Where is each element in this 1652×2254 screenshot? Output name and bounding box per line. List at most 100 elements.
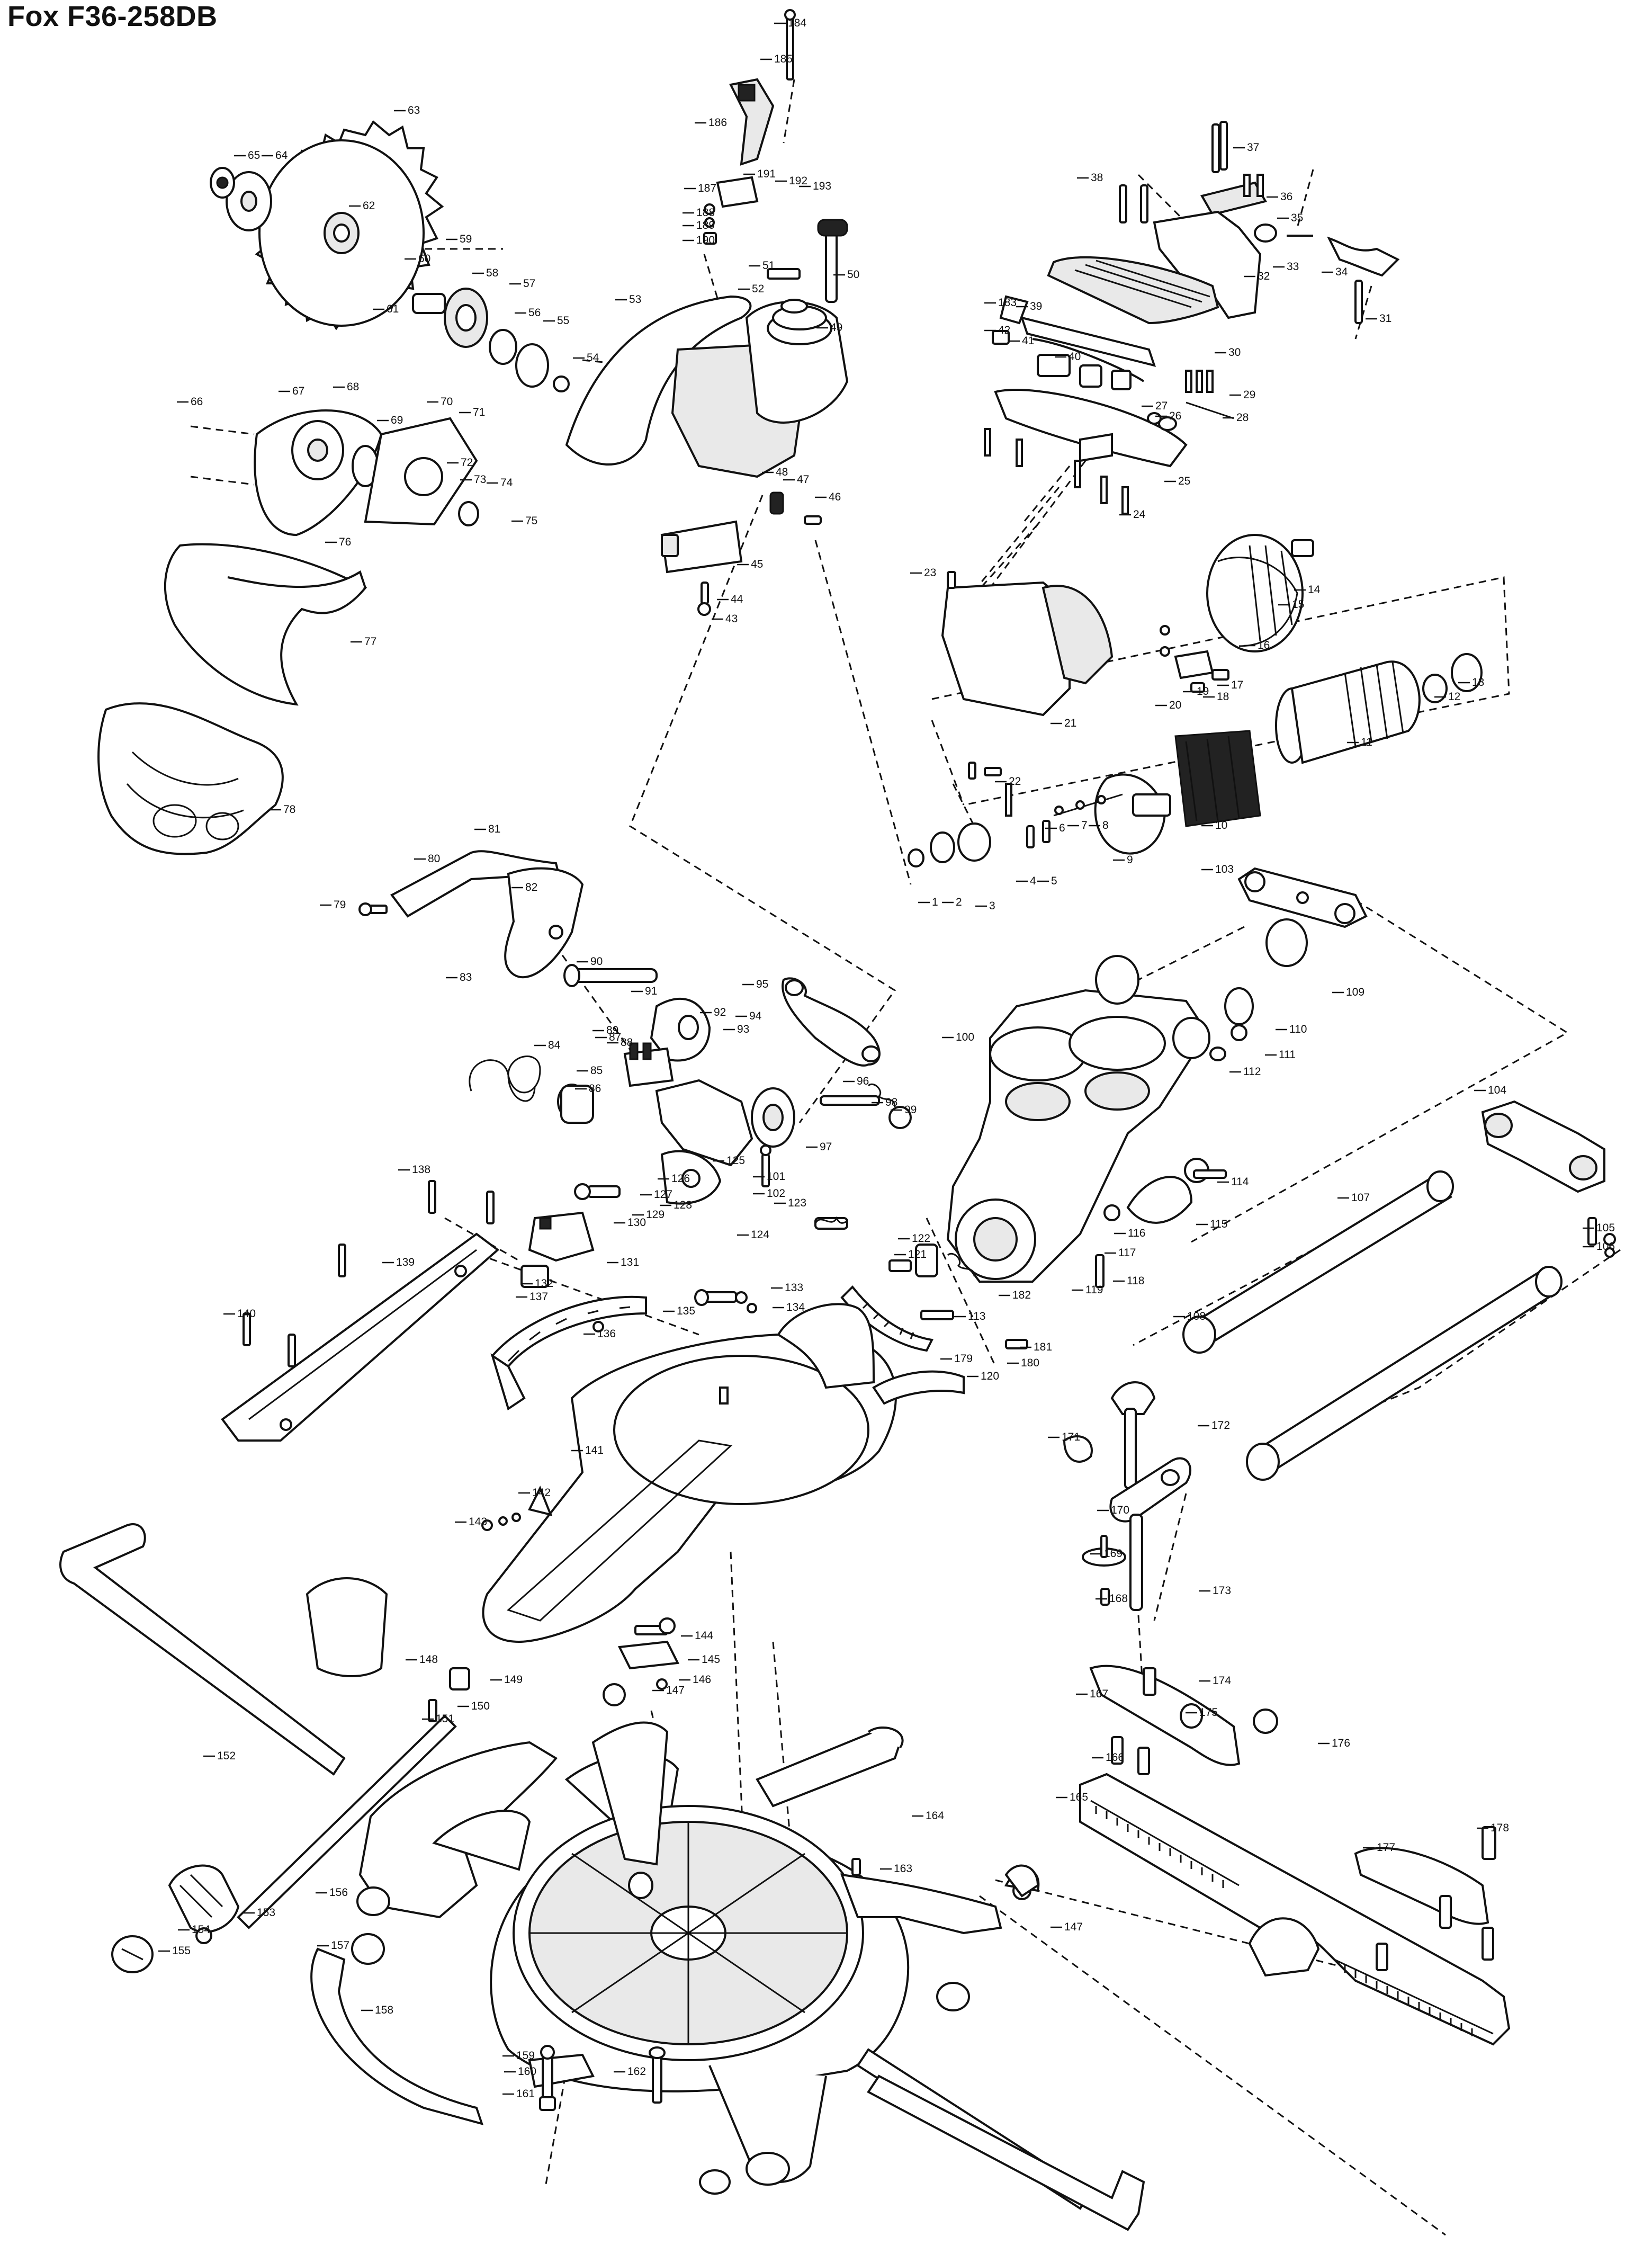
callout-15: 15 xyxy=(1278,598,1304,611)
callout-132: 132 xyxy=(521,1277,553,1290)
callout-number: 95 xyxy=(756,978,768,990)
callout-23: 23 xyxy=(910,567,936,579)
callout-number: 23 xyxy=(924,567,936,579)
callout-30: 30 xyxy=(1215,346,1241,359)
callout-number: 94 xyxy=(749,1010,762,1022)
saw-blade-group xyxy=(97,120,570,855)
callout-number: 101 xyxy=(767,1170,785,1183)
callout-192: 192 xyxy=(775,175,807,187)
callout-18: 18 xyxy=(1203,691,1229,703)
callout-number: 40 xyxy=(1069,351,1081,363)
callout-141: 141 xyxy=(571,1444,604,1456)
callout-27: 27 xyxy=(1142,400,1168,412)
callout-number: 102 xyxy=(767,1187,785,1200)
callout-number: 160 xyxy=(518,2065,536,2078)
callout-number: 77 xyxy=(364,636,376,648)
callout-185: 185 xyxy=(760,53,793,65)
callout-33: 33 xyxy=(1273,261,1299,273)
callout-number: 190 xyxy=(696,234,715,246)
callout-number: 152 xyxy=(217,1750,236,1762)
callout-148: 148 xyxy=(406,1653,438,1666)
callout-99: 99 xyxy=(891,1104,917,1116)
slide-housing-group xyxy=(814,867,1616,1481)
callout-number: 123 xyxy=(788,1197,806,1209)
callout-1: 1 xyxy=(918,896,938,908)
callout-number: 192 xyxy=(789,175,807,187)
callout-number: 33 xyxy=(1287,261,1299,273)
callout-58: 58 xyxy=(472,267,498,279)
callout-79: 79 xyxy=(320,899,346,911)
callout-64: 64 xyxy=(262,149,288,162)
callout-number: 30 xyxy=(1228,346,1241,359)
callout-105: 105 xyxy=(1583,1222,1615,1234)
callout-number: 28 xyxy=(1236,412,1249,424)
callout-123: 123 xyxy=(774,1197,806,1209)
callout-113: 113 xyxy=(954,1310,985,1322)
callout-number: 103 xyxy=(1215,863,1234,875)
callout-number: 92 xyxy=(714,1006,726,1018)
callout-number: 6 xyxy=(1059,822,1065,834)
callout-number: 122 xyxy=(912,1232,930,1245)
callout-172: 172 xyxy=(1198,1419,1230,1432)
callout-85: 85 xyxy=(577,1065,603,1077)
callout-32: 32 xyxy=(1244,270,1270,282)
callout-94: 94 xyxy=(735,1010,762,1022)
callout-number: 66 xyxy=(191,396,203,408)
callout-number: 112 xyxy=(1243,1066,1261,1078)
callout-number: 143 xyxy=(469,1516,487,1528)
callout-165: 165 xyxy=(1056,1791,1088,1803)
motor-group xyxy=(908,433,1483,867)
callout-number: 56 xyxy=(528,307,541,319)
callout-47: 47 xyxy=(783,473,809,486)
callout-number: 135 xyxy=(677,1305,695,1317)
callout-number: 175 xyxy=(1199,1706,1218,1719)
callout-number: 49 xyxy=(830,321,842,334)
callout-34: 34 xyxy=(1322,266,1348,278)
callout-128: 128 xyxy=(660,1199,692,1211)
callout-number: 147 xyxy=(666,1684,685,1696)
callout-118: 118 xyxy=(1113,1275,1144,1287)
callout-number: 133 xyxy=(785,1282,803,1294)
callout-37: 37 xyxy=(1233,141,1259,154)
callout-number: 174 xyxy=(1213,1675,1231,1687)
callout-number: 69 xyxy=(391,414,403,426)
callout-number: 18 xyxy=(1217,691,1229,703)
callout-146: 146 xyxy=(679,1674,711,1686)
callout-147: 147 xyxy=(652,1684,685,1696)
callout-number: 51 xyxy=(762,260,775,272)
callout-159: 159 xyxy=(502,2050,535,2062)
callout-number: 26 xyxy=(1169,410,1181,422)
callout-193: 193 xyxy=(799,180,831,192)
callout-number: 64 xyxy=(275,149,288,162)
callout-number: 180 xyxy=(1021,1357,1039,1369)
callout-number: 55 xyxy=(557,315,569,327)
callout-number: 4 xyxy=(1030,875,1036,887)
callout-number: 22 xyxy=(1009,775,1021,788)
callout-40: 40 xyxy=(1055,351,1081,363)
callout-129: 129 xyxy=(632,1209,665,1221)
callout-number: 124 xyxy=(751,1229,769,1241)
callout-151: 151 xyxy=(422,1713,454,1725)
callout-number: 15 xyxy=(1292,598,1304,611)
callout-44: 44 xyxy=(717,593,743,605)
callout-number: 140 xyxy=(237,1308,256,1320)
callout-67: 67 xyxy=(279,385,304,397)
callout-number: 44 xyxy=(731,593,743,605)
callout-117: 117 xyxy=(1105,1247,1136,1259)
callout-187: 187 xyxy=(684,182,716,194)
callout-28: 28 xyxy=(1223,412,1249,424)
callout-77: 77 xyxy=(351,636,376,648)
callout-number: 181 xyxy=(1034,1341,1052,1353)
callout-175: 175 xyxy=(1186,1706,1218,1719)
callout-111: 111 xyxy=(1265,1049,1296,1061)
callout-number: 20 xyxy=(1169,699,1181,711)
callout-number: 191 xyxy=(757,168,776,180)
callout-number: 61 xyxy=(387,303,399,315)
callout-13: 13 xyxy=(1458,676,1484,688)
callout-19: 19 xyxy=(1183,685,1209,697)
callout-number: 130 xyxy=(627,1217,646,1229)
callout-number: 21 xyxy=(1064,717,1076,729)
callout-149: 149 xyxy=(490,1674,523,1686)
callout-114: 114 xyxy=(1217,1176,1249,1188)
